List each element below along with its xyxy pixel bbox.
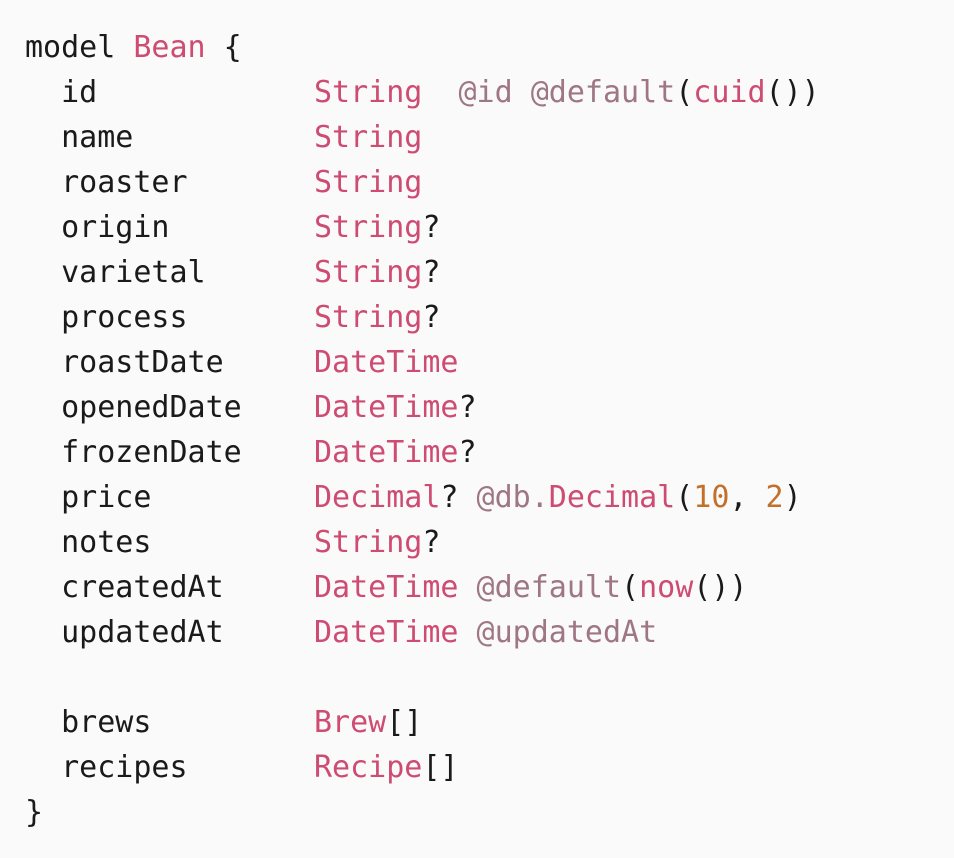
code-line[interactable]: openedDate DateTime? (25, 385, 954, 430)
code-token-type: String (313, 210, 423, 245)
code-token-punctuation: ()) (693, 570, 748, 605)
code-line[interactable]: updatedAt DateTime @updatedAt (25, 610, 954, 655)
code-token-plain: varietal (25, 255, 314, 290)
code-token-type: String (313, 120, 423, 155)
code-token-plain: process (25, 300, 314, 335)
code-line[interactable]: } (25, 790, 954, 835)
code-token-punctuation: , (729, 480, 766, 515)
code-token-type: DateTime (313, 570, 459, 605)
code-token-plain: origin (25, 210, 314, 245)
code-token-type: now (639, 570, 694, 605)
code-token-type: Bean (133, 30, 206, 65)
code-token-plain (25, 660, 43, 695)
code-token-plain (458, 615, 476, 650)
code-token-type: String (313, 75, 423, 110)
code-token-type: Decimal (313, 480, 441, 515)
code-token-attribute: @id @default (458, 75, 676, 110)
code-line[interactable] (25, 655, 954, 700)
code-token-plain (422, 75, 458, 110)
code-token-punctuation: ) (783, 480, 802, 515)
code-token-attribute: @updatedAt (476, 615, 658, 650)
code-token-plain: openedDate (25, 390, 314, 425)
code-token-plain: roastDate (25, 345, 314, 380)
code-line[interactable]: price Decimal? @db.Decimal(10, 2) (25, 475, 954, 520)
code-token-attribute: @db. (476, 480, 549, 515)
code-token-punctuation: ? (422, 255, 441, 290)
code-line[interactable]: roaster String (25, 160, 954, 205)
code-token-attribute: @default (476, 570, 622, 605)
code-token-plain: brews (25, 705, 314, 740)
code-line[interactable]: varietal String? (25, 250, 954, 295)
code-line[interactable]: process String? (25, 295, 954, 340)
code-token-type: cuid (693, 75, 766, 110)
code-token-type: Decimal (548, 480, 676, 515)
code-token-type: String (313, 165, 423, 200)
code-token-punctuation: ? (458, 390, 477, 425)
code-token-plain: price (25, 480, 314, 515)
code-token-type: Recipe (313, 750, 423, 785)
code-token-punctuation: ( (621, 570, 640, 605)
code-token-type: DateTime (313, 390, 459, 425)
code-token-plain: id (25, 75, 314, 110)
code-token-plain: recipes (25, 750, 314, 785)
code-token-type: DateTime (313, 615, 459, 650)
code-line[interactable]: recipes Recipe[] (25, 745, 954, 790)
code-line[interactable]: name String (25, 115, 954, 160)
code-line[interactable]: roastDate DateTime (25, 340, 954, 385)
code-token-number: 2 (765, 480, 784, 515)
code-line[interactable]: brews Brew[] (25, 700, 954, 745)
code-line[interactable]: frozenDate DateTime? (25, 430, 954, 475)
code-line[interactable]: origin String? (25, 205, 954, 250)
code-token-plain: name (25, 120, 314, 155)
code-token-plain: frozenDate (25, 435, 314, 470)
code-token-punctuation: ? (440, 480, 477, 515)
code-token-plain: createdAt (25, 570, 314, 605)
code-line[interactable]: notes String? (25, 520, 954, 565)
code-line[interactable]: model Bean { (25, 25, 954, 70)
code-token-punctuation: ()) (765, 75, 820, 110)
code-token-punctuation: ( (675, 75, 694, 110)
code-token-plain: { (205, 30, 242, 65)
code-line[interactable]: createdAt DateTime @default(now()) (25, 565, 954, 610)
code-token-type: Brew (313, 705, 387, 740)
code-token-plain: notes (25, 525, 314, 560)
code-token-type: String (313, 525, 423, 560)
code-token-punctuation: ? (458, 435, 477, 470)
code-token-plain: updatedAt (25, 615, 314, 650)
code-token-punctuation: ( (675, 480, 694, 515)
code-token-type: String (313, 300, 423, 335)
code-line[interactable]: id String @id @default(cuid()) (25, 70, 954, 115)
code-token-plain: } (25, 795, 44, 830)
code-token-punctuation: ? (422, 210, 441, 245)
code-token-plain: model (25, 30, 134, 65)
code-token-type: DateTime (313, 435, 459, 470)
code-token-punctuation: [] (386, 705, 423, 740)
code-token-punctuation: ? (422, 525, 441, 560)
code-token-type: String (313, 255, 423, 290)
code-token-punctuation: [] (422, 750, 459, 785)
code-token-type: DateTime (313, 345, 459, 380)
code-token-number: 10 (693, 480, 730, 515)
code-token-plain: roaster (25, 165, 314, 200)
code-token-punctuation: ? (422, 300, 441, 335)
code-token-plain (458, 570, 476, 605)
